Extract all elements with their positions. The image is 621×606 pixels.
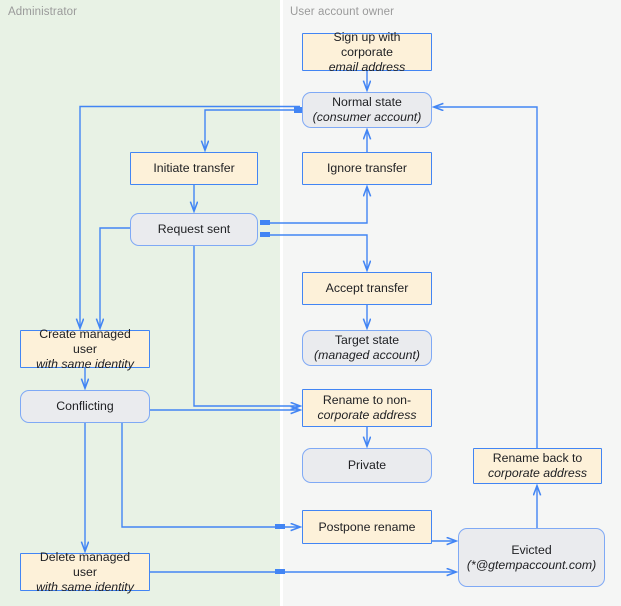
node-target-state[interactable]: Target state(managed account) [302,330,432,366]
node-label-line1: Delete managed user [39,549,131,579]
edge-normal-to-create-user [80,105,300,329]
swimlane-label-user-account-owner: User account owner [290,6,395,18]
edge-normal-to-initiate [205,109,300,150]
swimlane-administrator [0,0,280,606]
node-label-line1: Request sent [157,222,231,236]
edge-junction-marker-c [260,232,270,237]
node-label-line1: Sign up with corporate [333,29,401,59]
edge-request-to-accept [260,234,367,270]
node-label-line2: with same identity [36,356,134,371]
node-label-line1: Target state [334,333,400,347]
node-label-line2: (managed account) [314,348,420,362]
node-initiate[interactable]: Initiate transfer [130,152,258,185]
node-normal-state[interactable]: Normal state(consumer account) [302,92,432,128]
node-label-line2: (consumer account) [312,110,422,124]
node-label-line2: email address [328,59,406,74]
node-label-line1: Accept transfer [325,281,409,295]
edge-request-to-create-user [100,227,130,328]
node-label-line2: with same identity [36,579,134,594]
node-conflicting[interactable]: Conflicting [20,390,150,423]
node-private[interactable]: Private [302,448,432,483]
node-label-line1: Conflicting [56,399,114,413]
node-label-line1: Private [347,458,387,472]
node-label-line1: Initiate transfer [153,161,235,175]
edge-request-to-ignore [260,187,367,224]
node-label-line1: Rename to non- [322,393,412,407]
node-rename-noncorp[interactable]: Rename to non-corporate address [302,389,432,427]
edge-junction-marker-d [275,524,285,529]
node-label-line1: Ignore transfer [327,161,407,175]
node-evicted[interactable]: Evicted(*@gtempaccount.com) [458,528,605,587]
edge-rename-back-to-normal [434,107,538,448]
edge-junction-marker-a [294,107,302,113]
node-label-line1: Rename back to [492,451,583,465]
node-label-line1: Normal state [332,95,402,109]
node-accept[interactable]: Accept transfer [302,272,432,305]
edge-conflicting-to-postpone [121,423,300,527]
node-label-line1: Evicted [511,542,552,557]
node-label-line2: corporate address [317,408,417,422]
node-label-line1: Postpone rename [318,519,416,534]
node-label-line1: Create managed user [39,326,131,356]
node-postpone[interactable]: Postpone rename [302,510,432,544]
node-label-line2: (*@gtempaccount.com) [466,557,597,572]
edge-request-to-rename-noncorp [193,246,300,406]
edge-junction-marker-e [275,569,285,574]
node-label-line2: corporate address [487,466,588,480]
node-request-sent[interactable]: Request sent [130,213,258,246]
edge-junction-marker-b [260,220,270,225]
node-ignore[interactable]: Ignore transfer [302,152,432,185]
swimlane-label-administrator: Administrator [8,6,78,18]
